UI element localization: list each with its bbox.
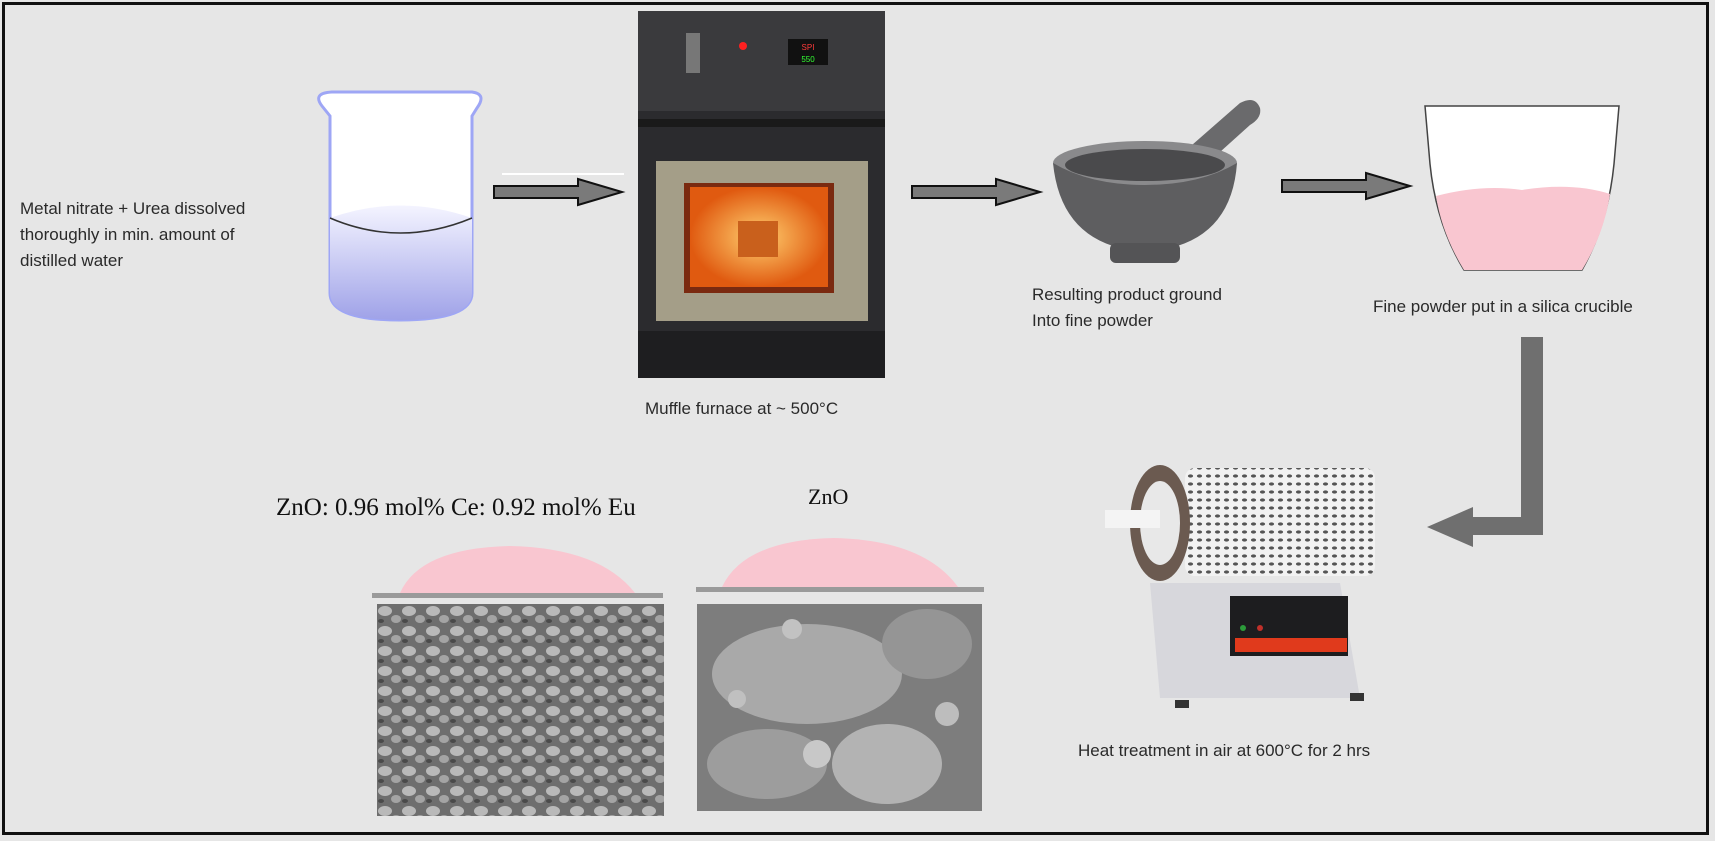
doped-sample-label: ZnO: 0.96 mol% Ce: 0.92 mol% Eu [276, 494, 636, 521]
caption-line: distilled water [20, 251, 123, 270]
sem-image-pure [697, 604, 982, 811]
muffle-furnace-image: SPI 550 [638, 11, 885, 378]
pure-sample-label: ZnO [808, 484, 849, 509]
arrow-right-icon [493, 173, 626, 207]
arrow-right-icon [911, 177, 1044, 207]
arrow-right-icon [1281, 171, 1414, 201]
crucible-caption: Fine powder put in a silica crucible [1373, 297, 1633, 316]
crucible-icon [1424, 105, 1620, 271]
arrow-down-left-icon [1427, 337, 1543, 547]
tube-furnace-image [1105, 465, 1375, 708]
caption-line: Resulting product ground [1032, 285, 1222, 304]
grind-caption: Resulting product ground Into fine powde… [1032, 282, 1222, 334]
mortar-pestle-icon [1053, 99, 1261, 263]
beaker-icon [317, 90, 483, 322]
heat-caption: Heat treatment in air at 600°C for 2 hrs [1078, 741, 1371, 760]
dissolve-caption: Metal nitrate + Urea dissolved thoroughl… [20, 196, 245, 274]
caption-line: Metal nitrate + Urea dissolved [20, 199, 246, 218]
caption-line: Into fine powder [1032, 311, 1153, 330]
display-top-readout: SPI [802, 43, 815, 52]
caption-line: thoroughly in min. amount of [20, 225, 235, 244]
sem-image-doped [377, 604, 664, 816]
pure-powder-mound [696, 538, 984, 592]
display-bottom-readout: 550 [801, 55, 815, 64]
furnace-caption: Muffle furnace at ~ 500°C [645, 399, 839, 418]
doped-powder-mound [372, 546, 663, 598]
